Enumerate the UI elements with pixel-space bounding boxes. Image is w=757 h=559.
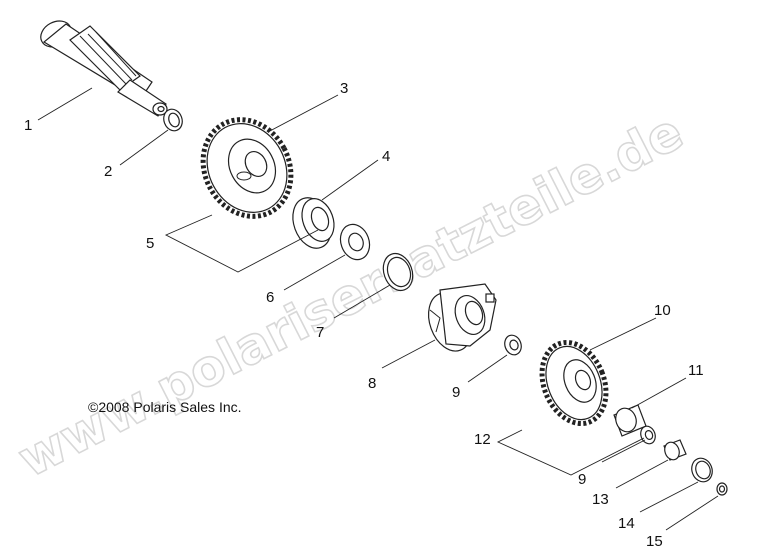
callout-2: 2 xyxy=(104,163,112,180)
part-6-splined-washer xyxy=(339,223,371,261)
callout-10: 10 xyxy=(654,302,671,319)
leader-lines xyxy=(37,87,719,531)
part-1-shaft xyxy=(40,20,168,117)
callout-labels: 1 2 3 4 5 6 7 8 9 10 11 12 9 13 14 15 xyxy=(24,80,704,550)
part-8-hub xyxy=(427,283,497,352)
callout-14: 14 xyxy=(618,515,635,532)
part-7-snap-ring xyxy=(382,252,414,292)
callout-6: 6 xyxy=(266,289,274,306)
part-14-circlip xyxy=(691,457,713,483)
callout-12: 12 xyxy=(474,431,491,448)
part-9-washer-upper xyxy=(504,334,522,356)
part-9-washer-lower xyxy=(640,425,656,445)
part-10-gear xyxy=(539,339,609,427)
callout-13: 13 xyxy=(592,491,609,508)
part-3-large-gear xyxy=(200,117,294,219)
callout-9-lower: 9 xyxy=(578,471,586,488)
callout-15: 15 xyxy=(646,533,663,550)
callout-8: 8 xyxy=(368,375,376,392)
copyright-notice: ©2008 Polaris Sales Inc. xyxy=(88,399,242,415)
part-15-ring xyxy=(716,482,728,496)
callout-5: 5 xyxy=(146,235,154,252)
callout-9-upper: 9 xyxy=(452,384,460,401)
callout-1: 1 xyxy=(24,117,32,134)
part-2-washer xyxy=(163,108,183,132)
part-11-bushing xyxy=(613,404,647,437)
callout-7: 7 xyxy=(316,324,324,341)
callout-3: 3 xyxy=(340,80,348,97)
part-4-bearing xyxy=(292,197,335,249)
part-13-spacer xyxy=(663,439,687,461)
callout-11: 11 xyxy=(688,362,704,379)
watermark-text: www.polarisersatzteile.de xyxy=(9,103,692,489)
callout-4: 4 xyxy=(382,148,390,165)
